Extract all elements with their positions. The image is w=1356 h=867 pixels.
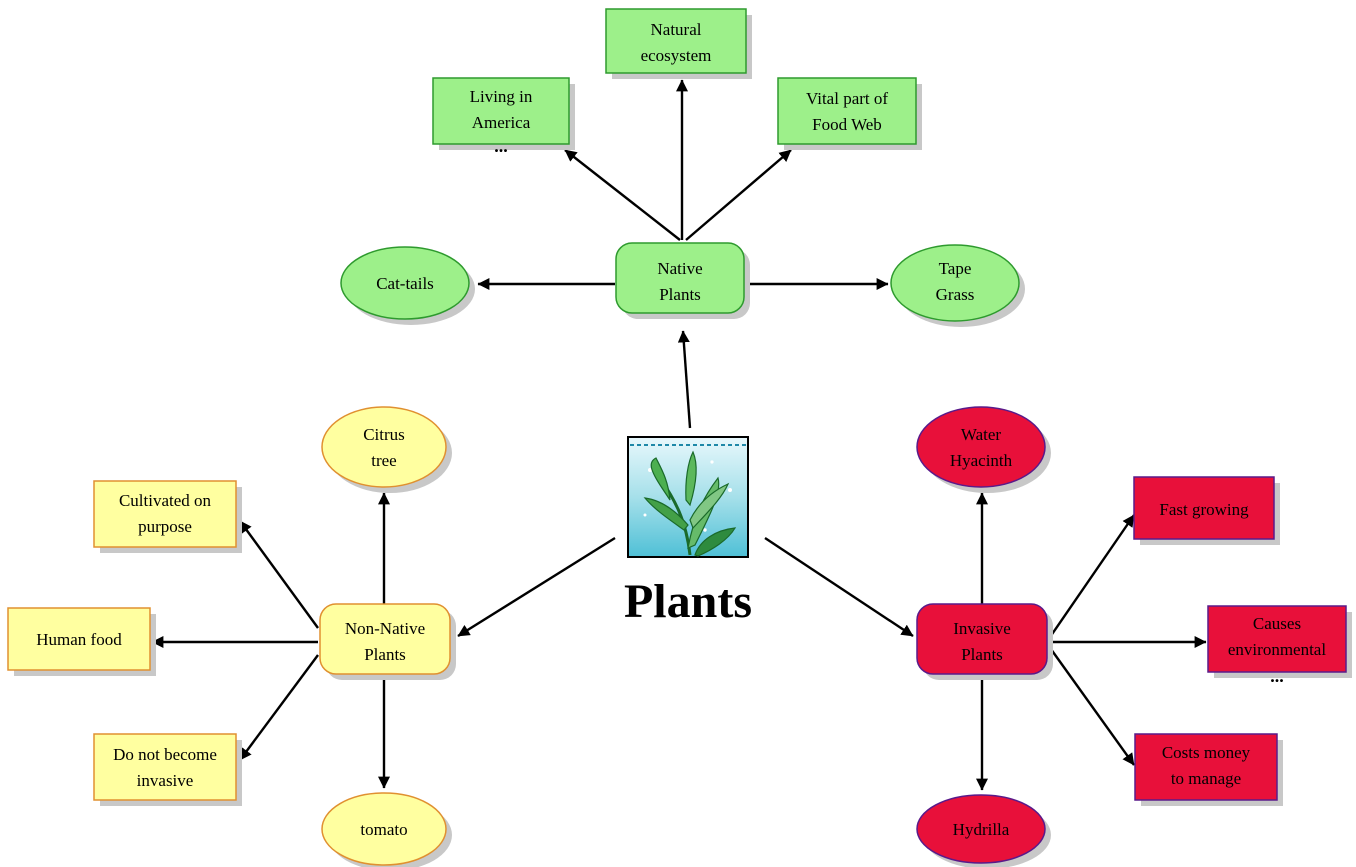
nonnative-hub-line-2: Plants: [364, 645, 406, 664]
svg-text:Fast growing: Fast growing: [1159, 500, 1249, 519]
ecosystem-line-1: Natural: [651, 20, 702, 39]
living-more-ellipsis: ...: [494, 136, 508, 156]
environmental-line-1: Causes: [1253, 614, 1301, 633]
svg-text:tomato: tomato: [360, 820, 407, 839]
costs-line-2: to manage: [1171, 769, 1241, 788]
citrus-tree-node[interactable]: Citrus tree: [321, 406, 452, 493]
environmental-more-ellipsis: ...: [1270, 666, 1284, 686]
central-node: Plants: [624, 436, 752, 628]
cultivated-line-1: Cultivated on: [119, 491, 212, 510]
living-line-2: America: [472, 113, 531, 132]
citrus-line-1: Citrus: [363, 425, 405, 444]
hydrilla-label: Hydrilla: [953, 820, 1010, 839]
arrow-invasive-to-costs: [1047, 644, 1135, 766]
cattails-label: Cat-tails: [376, 274, 434, 293]
hyacinth-line-2: Hyacinth: [950, 451, 1013, 470]
citrus-line-2: tree: [371, 451, 396, 470]
arrow-invasive-to-fastgrowing: [1047, 514, 1135, 641]
arrow-nonnative-to-cultivated: [239, 520, 319, 629]
cultivated-line-2: purpose: [138, 517, 192, 536]
causes-environmental-node[interactable]: Causes environmental ...: [1207, 605, 1352, 686]
arrow-plants-to-nonnative: [457, 536, 616, 638]
svg-text:Human food: Human food: [36, 630, 122, 649]
costs-line-1: Costs money: [1162, 743, 1251, 762]
svg-text:Hydrilla: Hydrilla: [953, 820, 1010, 839]
notinvasive-line-2: invasive: [137, 771, 194, 790]
cultivated-on-purpose-node[interactable]: Cultivated on purpose: [93, 480, 242, 553]
living-in-america-node[interactable]: Living in America ...: [432, 77, 575, 156]
invasive-hub-line-2: Plants: [961, 645, 1003, 664]
hyacinth-line-1: Water: [961, 425, 1001, 444]
notinvasive-line-1: Do not become: [113, 745, 217, 764]
central-title: Plants: [624, 575, 752, 628]
ecosystem-line-2: ecosystem: [641, 46, 712, 65]
tomato-node[interactable]: tomato: [321, 792, 452, 867]
svg-text:Cat-tails: Cat-tails: [376, 274, 434, 293]
tomato-label: tomato: [360, 820, 407, 839]
fast-growing-node[interactable]: Fast growing: [1133, 476, 1280, 545]
do-not-become-invasive-node[interactable]: Do not become invasive: [93, 733, 242, 806]
arrow-plants-to-invasive: [764, 536, 914, 638]
arrow-native-to-living: [564, 149, 681, 241]
tapegrass-line-1: Tape: [939, 259, 972, 278]
nonnative-hub-line-1: Non-Native: [345, 619, 425, 638]
arrow-native-to-foodweb: [685, 149, 792, 241]
tapegrass-line-2: Grass: [936, 285, 975, 304]
seaweed-clipart-icon: [627, 436, 749, 558]
arrow-nonnative-to-notinvasive: [239, 654, 319, 761]
natural-ecosystem-node[interactable]: Natural ecosystem: [605, 8, 752, 79]
food-web-node[interactable]: Vital part of Food Web: [777, 77, 922, 150]
invasive-hub-line-1: Invasive: [953, 619, 1011, 638]
foodweb-line-1: Vital part of: [806, 89, 888, 108]
arrow-plants-to-native: [677, 330, 692, 429]
native-hub-line-2: Plants: [659, 285, 701, 304]
connector-arrows: [151, 79, 1207, 791]
hydrilla-node[interactable]: Hydrilla: [916, 794, 1051, 867]
human-food-node[interactable]: Human food: [7, 607, 156, 676]
humanfood-label: Human food: [36, 630, 122, 649]
costs-money-node[interactable]: Costs money to manage: [1134, 733, 1283, 806]
living-line-1: Living in: [470, 87, 533, 106]
cattails-node[interactable]: Cat-tails: [340, 246, 475, 325]
foodweb-line-2: Food Web: [812, 115, 882, 134]
environmental-line-2: environmental: [1228, 640, 1326, 659]
fastgrowing-label: Fast growing: [1159, 500, 1249, 519]
native-hub-line-1: Native: [657, 259, 702, 278]
